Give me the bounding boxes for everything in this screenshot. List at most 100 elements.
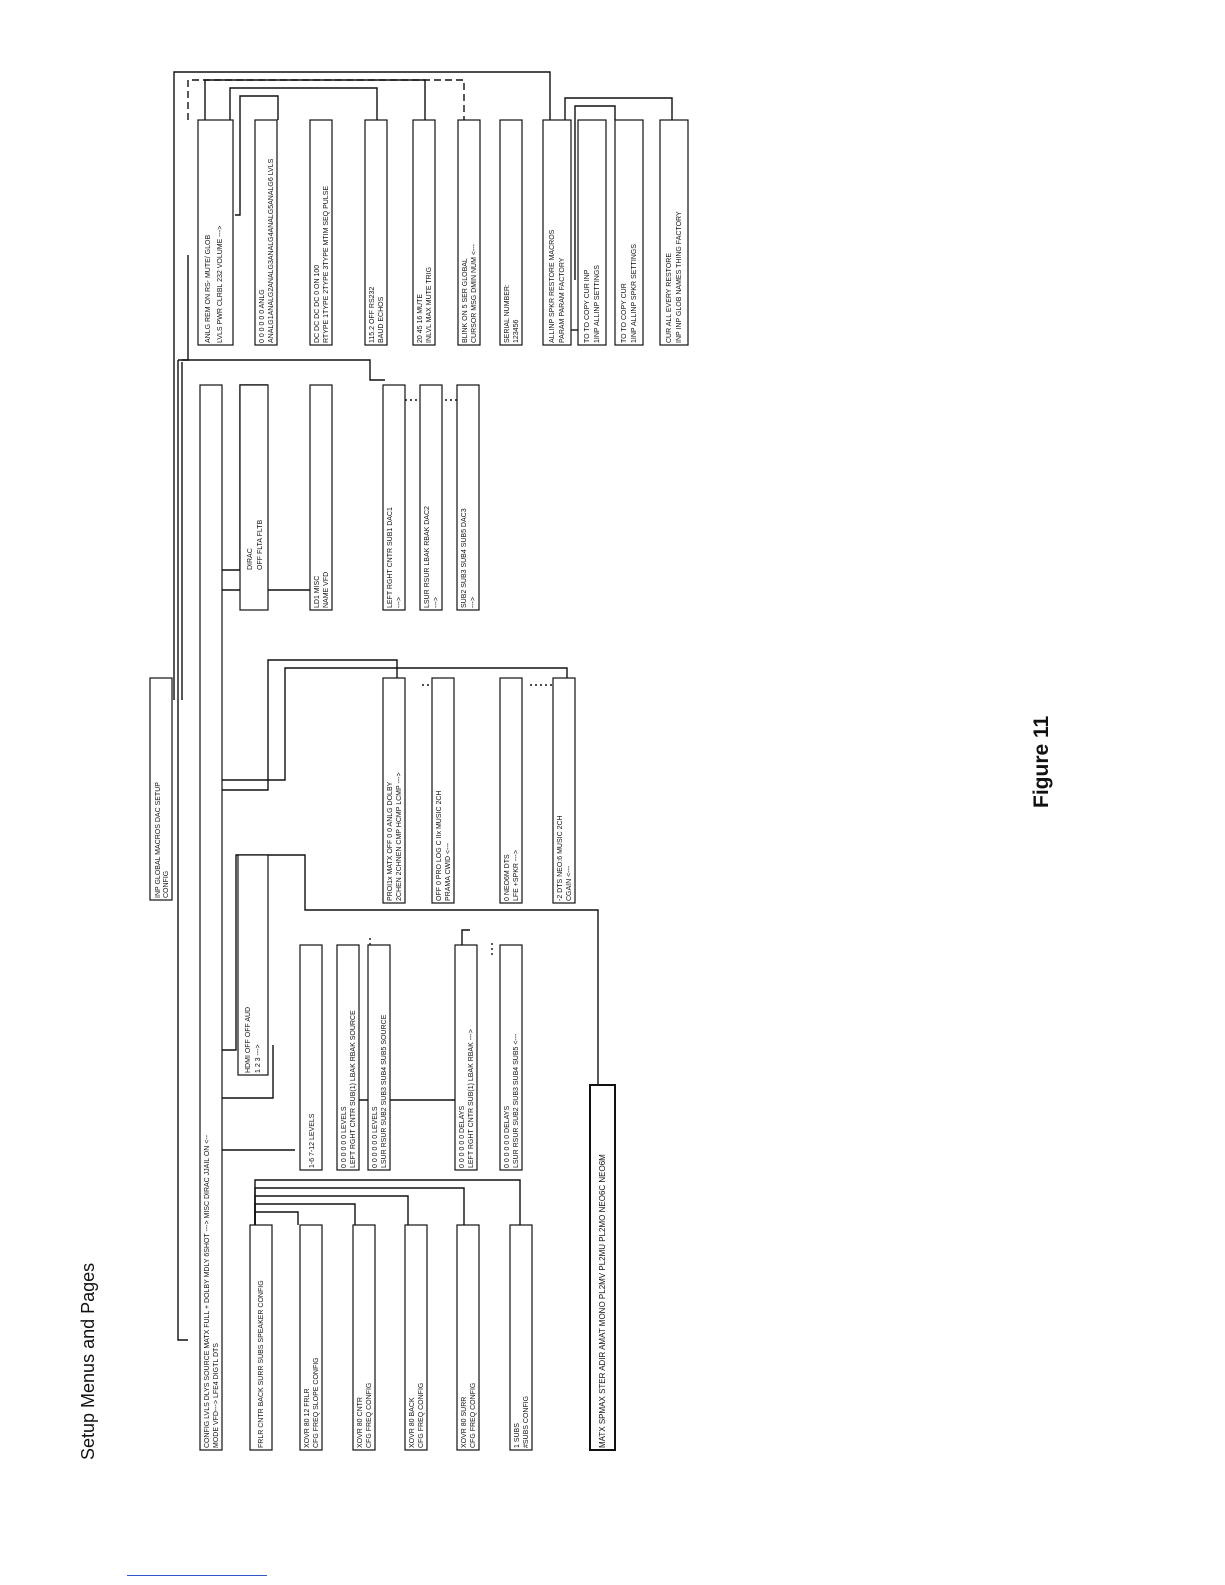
box-delays-2 bbox=[499, 944, 523, 1171]
label-frlr-2: CFG FREQ SLOPE CONFIG bbox=[313, 1357, 320, 1448]
box-dts-2 bbox=[552, 677, 576, 904]
label-delays2-1: 0 0 0 0 0 0 DELAYS bbox=[504, 1106, 511, 1168]
label-dts1-1: 0 NEO6M DTS bbox=[504, 854, 511, 901]
box-source bbox=[237, 854, 269, 1076]
label-dolby2-1: OFF 0 PRO LOG C IIx MUSIC 2CH bbox=[436, 791, 443, 901]
box-global-2 bbox=[254, 119, 278, 346]
label-cntr-2: CFG FREQ CONFIG bbox=[366, 1383, 373, 1448]
label-delays1-2: LEFT RGHT CNTR SUB(1) LBAK RBAK ---> bbox=[468, 1029, 475, 1168]
label-modes: MATX SPMAX STER ADIR AMAT MONO PL2MV PL2… bbox=[598, 1154, 607, 1448]
connector-global-3 bbox=[210, 87, 378, 191]
box-global-1 bbox=[197, 119, 234, 346]
label-levels2-2: LSUR RSUR SUB2 SUB3 SUB4 SUB5 SOURCE bbox=[381, 1014, 388, 1168]
box-misc bbox=[309, 384, 333, 611]
label-dolby1-2: 2CHEN 2CHNEN CMP HCMP LCMP ---> bbox=[396, 772, 403, 901]
label-global4-2: BAUD ECHOS bbox=[378, 296, 385, 343]
label-macros2-2: 1INP ALLINP SETTINGS bbox=[594, 265, 601, 343]
label-global6-2: CURSOR MSG DMIN NUM <--- bbox=[471, 243, 478, 343]
box-surr-config bbox=[456, 1224, 480, 1451]
connector-macros-3 bbox=[574, 105, 616, 280]
box-macros-3 bbox=[614, 119, 644, 346]
label-global1-1: ANLG REM ON RS- MUTE/ GLOB bbox=[205, 235, 212, 343]
label-surr-1: XOVR 80 SURR bbox=[461, 1397, 468, 1448]
box-back-config bbox=[404, 1224, 428, 1451]
box-levels-1 bbox=[336, 944, 360, 1171]
label-macros1-1: ALLINP SPKR RESTORE MACROS bbox=[549, 229, 556, 343]
label-surr-2: CFG FREQ CONFIG bbox=[470, 1383, 477, 1448]
label-main-2: CONFIG bbox=[163, 871, 170, 898]
label-frlr-1: XOVR 80 12 FRLR bbox=[304, 1388, 311, 1448]
label-global7-1: SERIAL NUMBER: bbox=[504, 284, 511, 343]
label-global4-1: 115.2 OFF RS232 bbox=[369, 287, 376, 343]
connector-main-to-config bbox=[177, 845, 188, 1341]
label-global5-1: 20 45 16 MUTE bbox=[417, 294, 424, 343]
label-dac2-2: ---> bbox=[433, 597, 440, 608]
label-global3-1: DC DC DC DC 0 ON 100 bbox=[314, 265, 321, 343]
connector-source-to-modes bbox=[222, 854, 599, 1085]
box-levels-2 bbox=[367, 944, 391, 1171]
label-cntr-1: XOVR 80 CNTR bbox=[357, 1397, 364, 1448]
label-delays2-2: LSUR RSUR SUB2 SUB3 SUB4 SUB5 <--- bbox=[513, 1033, 520, 1168]
box-dirac bbox=[239, 384, 269, 611]
box-dac-2 bbox=[419, 384, 443, 611]
label-source-1: HDMI OFF OFF AUD bbox=[245, 1007, 252, 1073]
box-frlr-config bbox=[299, 1224, 323, 1451]
label-setup-1: CONFIG LVLS DLYS SOURCE MATX FULL + DOLB… bbox=[204, 1134, 211, 1448]
label-macros1-2: PARAM PARAM FACTORY bbox=[559, 257, 566, 343]
box-dac-3 bbox=[456, 384, 480, 611]
label-global1-2: LVLS PWR CLRBL 232 VOLUME ---> bbox=[217, 226, 224, 343]
box-levels-main bbox=[299, 944, 323, 1171]
box-macros-2 bbox=[577, 119, 607, 346]
label-delays1-1: 0 0 0 0 0 0 DELAYS bbox=[459, 1106, 466, 1168]
label-levels-main: 1-6 7-12 LEVELS bbox=[309, 1113, 316, 1168]
label-global3-2: RTYPE 1TYPE 2TYPE 3TYPE MTIM SEQ PULSE bbox=[323, 186, 330, 343]
box-subs-config bbox=[509, 1224, 533, 1451]
connector-global-loop bbox=[187, 79, 465, 120]
label-dac1-2: ---> bbox=[396, 597, 403, 608]
connector-global-2 bbox=[235, 95, 279, 216]
label-macros4-1: CUR ALL EVERY RESTORE bbox=[666, 253, 673, 343]
label-back-2: CFG FREQ CONFIG bbox=[418, 1383, 425, 1448]
footer-rule bbox=[127, 1575, 267, 1576]
label-dolby2-2: PRAMA CWID <--- bbox=[445, 842, 452, 901]
box-macros-1 bbox=[542, 119, 572, 346]
box-speaker-config bbox=[249, 1224, 273, 1451]
label-levels1-2: LEFT RGHT CNTR SUB(1) LBAK RBAK SOURCE bbox=[350, 1010, 357, 1168]
label-dts2-2: CGAIN <--- bbox=[566, 865, 573, 901]
box-macros-4 bbox=[659, 119, 689, 346]
box-delays-1 bbox=[454, 944, 478, 1171]
box-dolby-2 bbox=[431, 677, 455, 904]
box-global-5 bbox=[412, 119, 436, 346]
connector-dac bbox=[182, 359, 385, 381]
box-setup-row bbox=[199, 384, 223, 1451]
label-levels2-1: 0 0 0 0 0 0 LEVELS bbox=[372, 1106, 379, 1168]
box-main-menu bbox=[149, 677, 173, 901]
label-dac2-1: LSUR RSUR LBAK RBAK DAC2 bbox=[424, 506, 431, 608]
label-dac3-1: SUB2 SUB3 SUB4 SUB5 DAC3 bbox=[461, 508, 468, 608]
label-subs-2: #SUBS CONFIG bbox=[523, 1396, 530, 1448]
label-macros3-1: TO TO COPY CUR bbox=[621, 283, 628, 343]
label-global5-2: INLVL MAX MUTE TRIG bbox=[426, 267, 433, 343]
box-global-6 bbox=[457, 119, 481, 346]
label-dac3-2: ---> bbox=[470, 597, 477, 608]
box-global-3 bbox=[309, 119, 333, 346]
box-dolby-1 bbox=[382, 677, 406, 904]
label-misc-1: LD1 MISC bbox=[314, 576, 321, 608]
label-dirac-1: DIRAC bbox=[247, 548, 254, 570]
menu-labels: INP GLOBAL MACROS DAC SETUP CONFIG CONFI… bbox=[155, 158, 683, 1448]
menu-boxes bbox=[149, 119, 689, 1451]
box-dac-1 bbox=[382, 384, 406, 611]
label-dolby1-1: PROI1x MATX OFF 0 0 ANLG DOLBY bbox=[387, 781, 394, 901]
label-spk-config: FRLR CNTR BACK SURR SUBS SPEAKER CONFIG bbox=[258, 1280, 265, 1448]
box-modes bbox=[589, 1084, 616, 1451]
label-dts2-1: -2 DTS NEO:6 MUSIC 2CH bbox=[557, 815, 564, 901]
label-setup-2: MODE VFD---> LFE4 DIGTL DTS bbox=[213, 1343, 220, 1448]
connector-subs bbox=[254, 1179, 521, 1275]
label-dirac-2: OFF FLTA FLTB bbox=[257, 520, 264, 571]
connector-to-macros bbox=[173, 71, 551, 700]
label-global2-2: ANALG1ANALG2ANALG3ANALG4ANALG5ANALG6 LVL… bbox=[268, 158, 275, 343]
box-global-7 bbox=[499, 119, 523, 346]
label-global2-1: 0 0 0 0 0 0 ANLG bbox=[259, 289, 266, 343]
label-global6-1: BLINK ON 5 SER GLOBAL bbox=[462, 258, 469, 343]
